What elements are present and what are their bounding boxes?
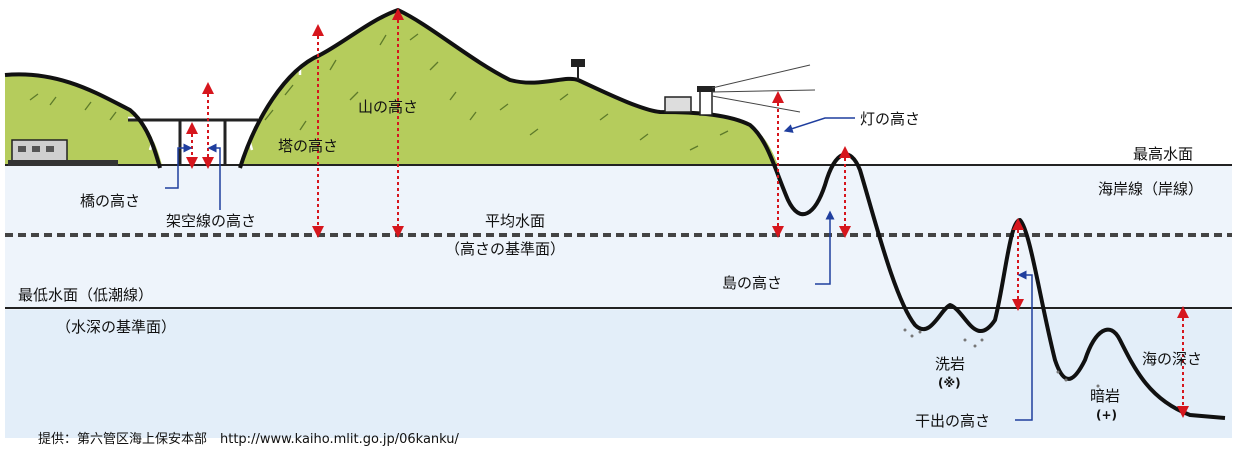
hilltop-shrine	[571, 59, 585, 80]
rock-patches	[903, 328, 1100, 388]
mean-water-label: 平均水面	[485, 212, 546, 230]
lowest-water-label: 最低水面（低潮線）	[18, 286, 154, 304]
harbor-buildings	[8, 139, 118, 166]
sea-depth-label: 海の深さ	[1142, 350, 1203, 368]
bridge-deck	[128, 118, 258, 165]
drying-height-label: 干出の高さ	[915, 412, 991, 430]
lighthouse	[664, 64, 816, 116]
washed-rock-symbol: (※)	[938, 376, 961, 390]
land-mass	[5, 10, 778, 165]
measure-arrows	[186, 7, 1189, 418]
island-height-label: 島の高さ	[722, 274, 783, 292]
mountain-height-label: 山の高さ	[358, 98, 419, 116]
credit-line: 提供：第六管区海上保安本部 http://www.kaiho.mlit.go.j…	[38, 432, 459, 447]
sea-upper-area	[5, 165, 1232, 310]
suspension-bridge	[4, 18, 321, 151]
sea-lower-area	[5, 310, 1232, 438]
light-height-label: 灯の高さ	[860, 110, 921, 128]
overhead-line-height-label: 架空線の高さ	[166, 212, 257, 230]
bridge-height-label: 橋の高さ	[80, 192, 141, 210]
height-datum-label: （高さの基準面）	[445, 240, 566, 258]
land-outline	[4, 72, 162, 169]
washed-rock-label: 洗岩	[935, 355, 966, 373]
sunken-rock-label: 暗岩	[1090, 387, 1121, 405]
hill-hatching	[29, 33, 729, 151]
coastline-label: 海岸線（岸線）	[1098, 180, 1204, 198]
depth-datum-label: （水深の基準面）	[56, 318, 177, 336]
tower-height-label: 塔の高さ	[278, 137, 339, 155]
highest-water-label: 最高水面	[1133, 145, 1194, 163]
leader-lines	[165, 117, 1033, 421]
sunken-rock-symbol: (+)	[1096, 408, 1118, 422]
